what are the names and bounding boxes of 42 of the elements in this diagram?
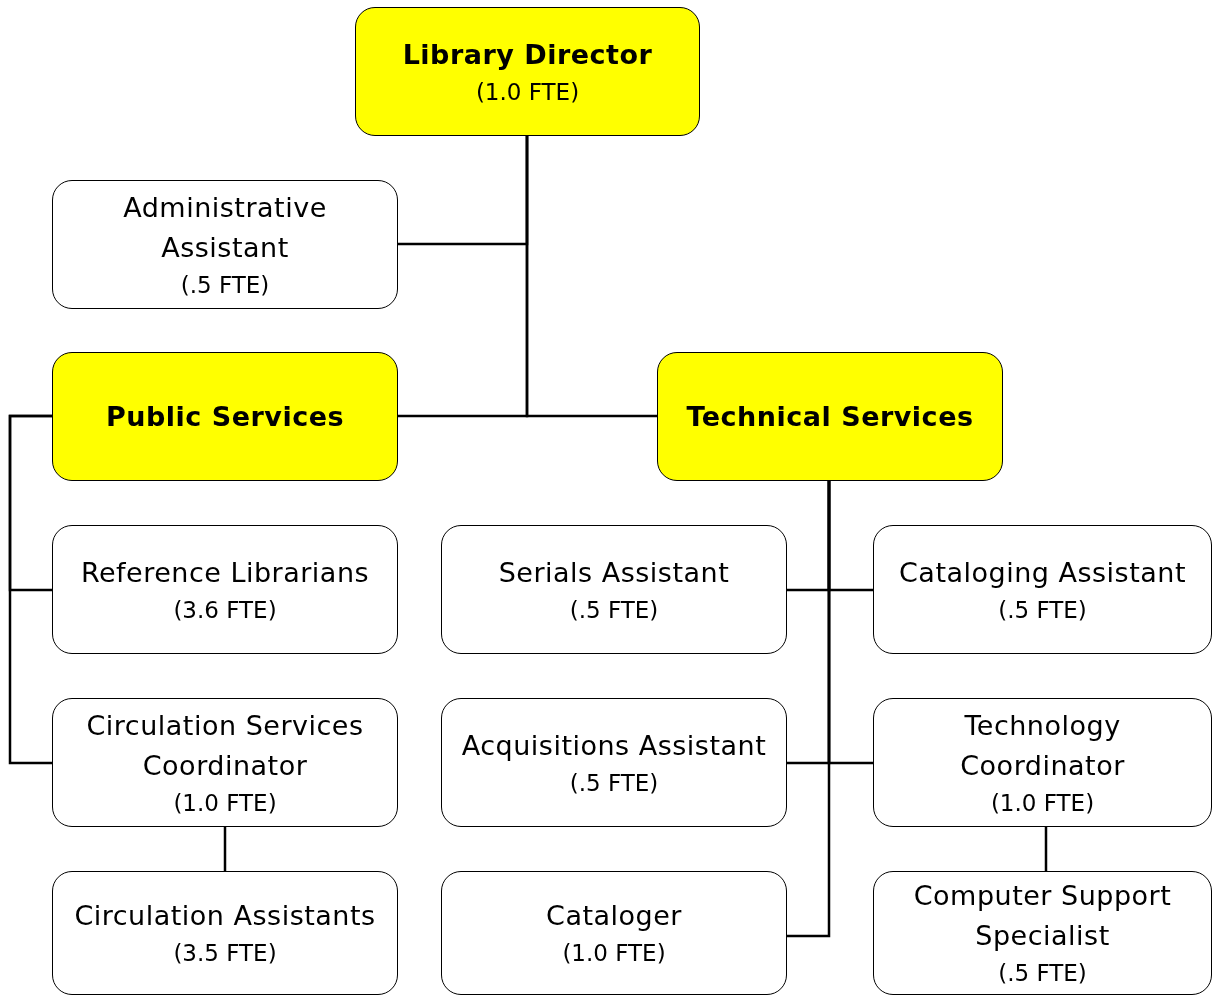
position-box (873, 525, 1212, 654)
fte-label: (1.0 FTE) (990, 788, 1095, 818)
fte-label: (3.5 FTE) (173, 939, 277, 968)
fte-label: (1.0 FTE) (562, 939, 666, 968)
connector-line (525, 136, 657, 418)
role-title: Library Director (402, 37, 653, 72)
role-title: Circulation Services Coordinator (85, 708, 365, 783)
fte-label: (.5 FTE) (998, 595, 1087, 625)
role-title: Acquisitions Assistant (461, 728, 767, 763)
role-title: Serials Assistant (498, 555, 730, 590)
position-box (52, 698, 398, 827)
fte-label: (.5 FTE) (569, 768, 659, 798)
position-box (441, 525, 787, 654)
position-box (52, 871, 398, 995)
position-box (52, 352, 398, 481)
position-box (873, 698, 1212, 827)
connector-line (223, 827, 227, 871)
role-title: Technology Coordinator (959, 708, 1126, 783)
fte-label: (.5 FTE) (998, 959, 1087, 988)
fte-label: (.5 FTE) (180, 270, 270, 300)
role-title: Administrative Assistant (122, 190, 328, 265)
role-title: Public Services (105, 399, 345, 434)
role-title: Cataloger (546, 899, 682, 933)
role-title: Cataloging Assistant (899, 555, 1186, 590)
position-box (52, 525, 398, 654)
connector-line (8, 414, 52, 765)
role-title: Technical Services (686, 399, 974, 434)
position-box (355, 7, 700, 136)
connector-line (787, 481, 831, 938)
position-box (657, 352, 1003, 481)
fte-label: (1.0 FTE) (475, 77, 580, 107)
position-box (52, 180, 398, 309)
role-title: Reference Librarians (80, 555, 370, 590)
fte-label: (1.0 FTE) (173, 788, 277, 818)
position-box (441, 698, 787, 827)
fte-label: (.5 FTE) (569, 595, 659, 625)
role-title: Computer Support Specialist (912, 879, 1173, 953)
position-box (441, 871, 787, 995)
position-box (873, 871, 1212, 995)
role-title: Circulation Assistants (74, 899, 376, 933)
fte-label: (3.6 FTE) (173, 595, 277, 625)
connector-line (1044, 827, 1048, 871)
